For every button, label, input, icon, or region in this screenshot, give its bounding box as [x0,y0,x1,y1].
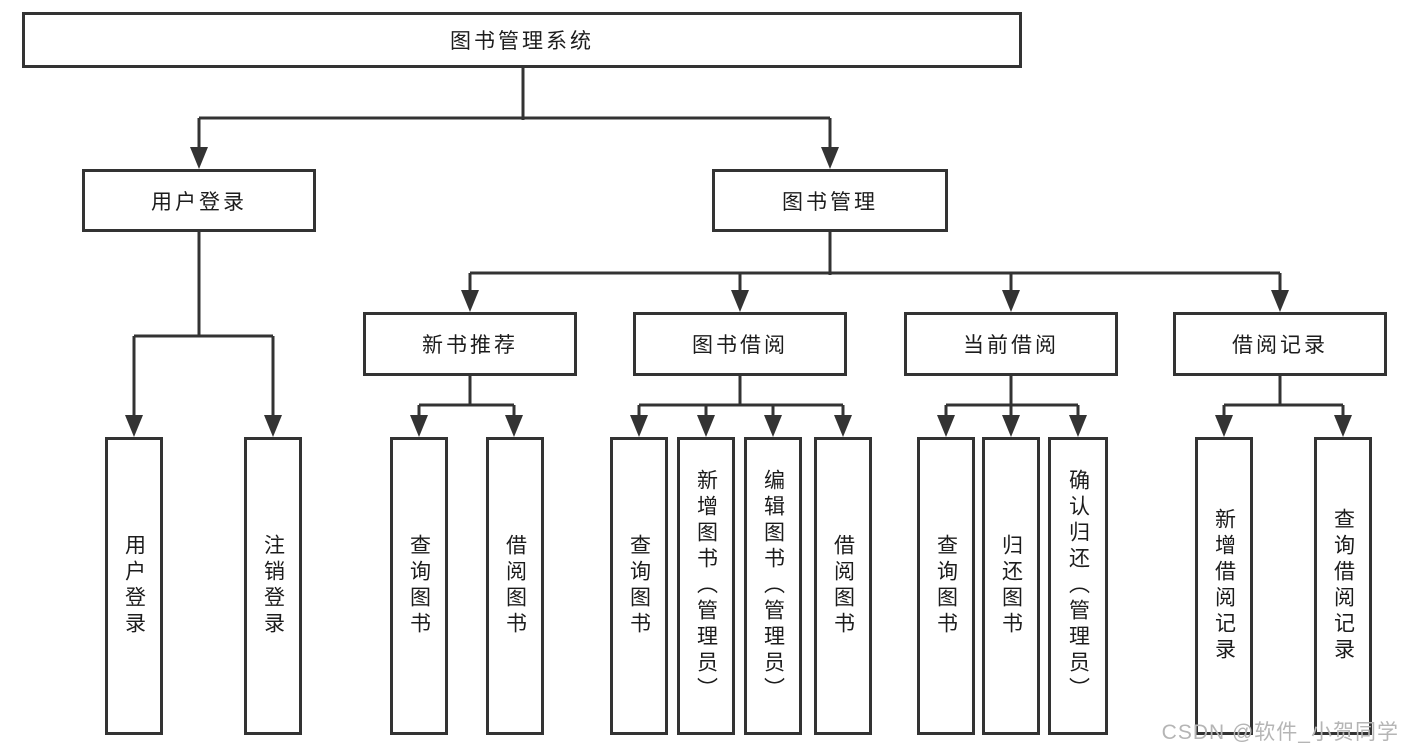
leaf-records-query-record: 查询借阅记录 [1314,437,1372,735]
leaf-current-confirm-return-admin: 确认归还︵管理员︶ [1048,437,1108,735]
node-book-management: 图书管理 [712,169,948,232]
node-current-borrow: 当前借阅 [904,312,1118,376]
leaf-current-return-books: 归还图书 [982,437,1040,735]
connector-book-borrow [637,376,845,417]
leaf-recommend-borrow-books: 借阅图书 [486,437,544,735]
leaf-records-add-record: 新增借阅记录 [1195,437,1253,735]
leaf-borrow-borrow-books: 借阅图书 [814,437,872,735]
leaf-user-login: 用户登录 [105,437,163,735]
leaf-logout: 注销登录 [244,437,302,735]
node-root: 图书管理系统 [22,12,1022,68]
connector-book-management [468,232,1282,292]
leaf-borrow-edit-books-admin: 编辑图书︵管理员︶ [744,437,802,735]
connector-borrow-records [1222,376,1345,417]
leaf-current-query-books: 查询图书 [917,437,975,735]
node-user-login: 用户登录 [82,169,316,232]
csdn-watermark: CSDN @软件_小贺同学 [1161,721,1399,744]
leaf-recommend-query-books: 查询图书 [390,437,448,735]
connector-root [197,68,832,149]
node-book-borrow: 图书借阅 [633,312,847,376]
leaf-borrow-add-books-admin: 新增图书︵管理员︶ [677,437,735,735]
leaf-borrow-query-books: 查询图书 [610,437,668,735]
node-borrow-records: 借阅记录 [1173,312,1387,376]
connector-current-borrow [944,376,1080,417]
connector-user-login [132,232,275,417]
connector-new-book-recommend [417,376,516,417]
arrowheads [125,147,1352,437]
node-new-book-recommend: 新书推荐 [363,312,577,376]
